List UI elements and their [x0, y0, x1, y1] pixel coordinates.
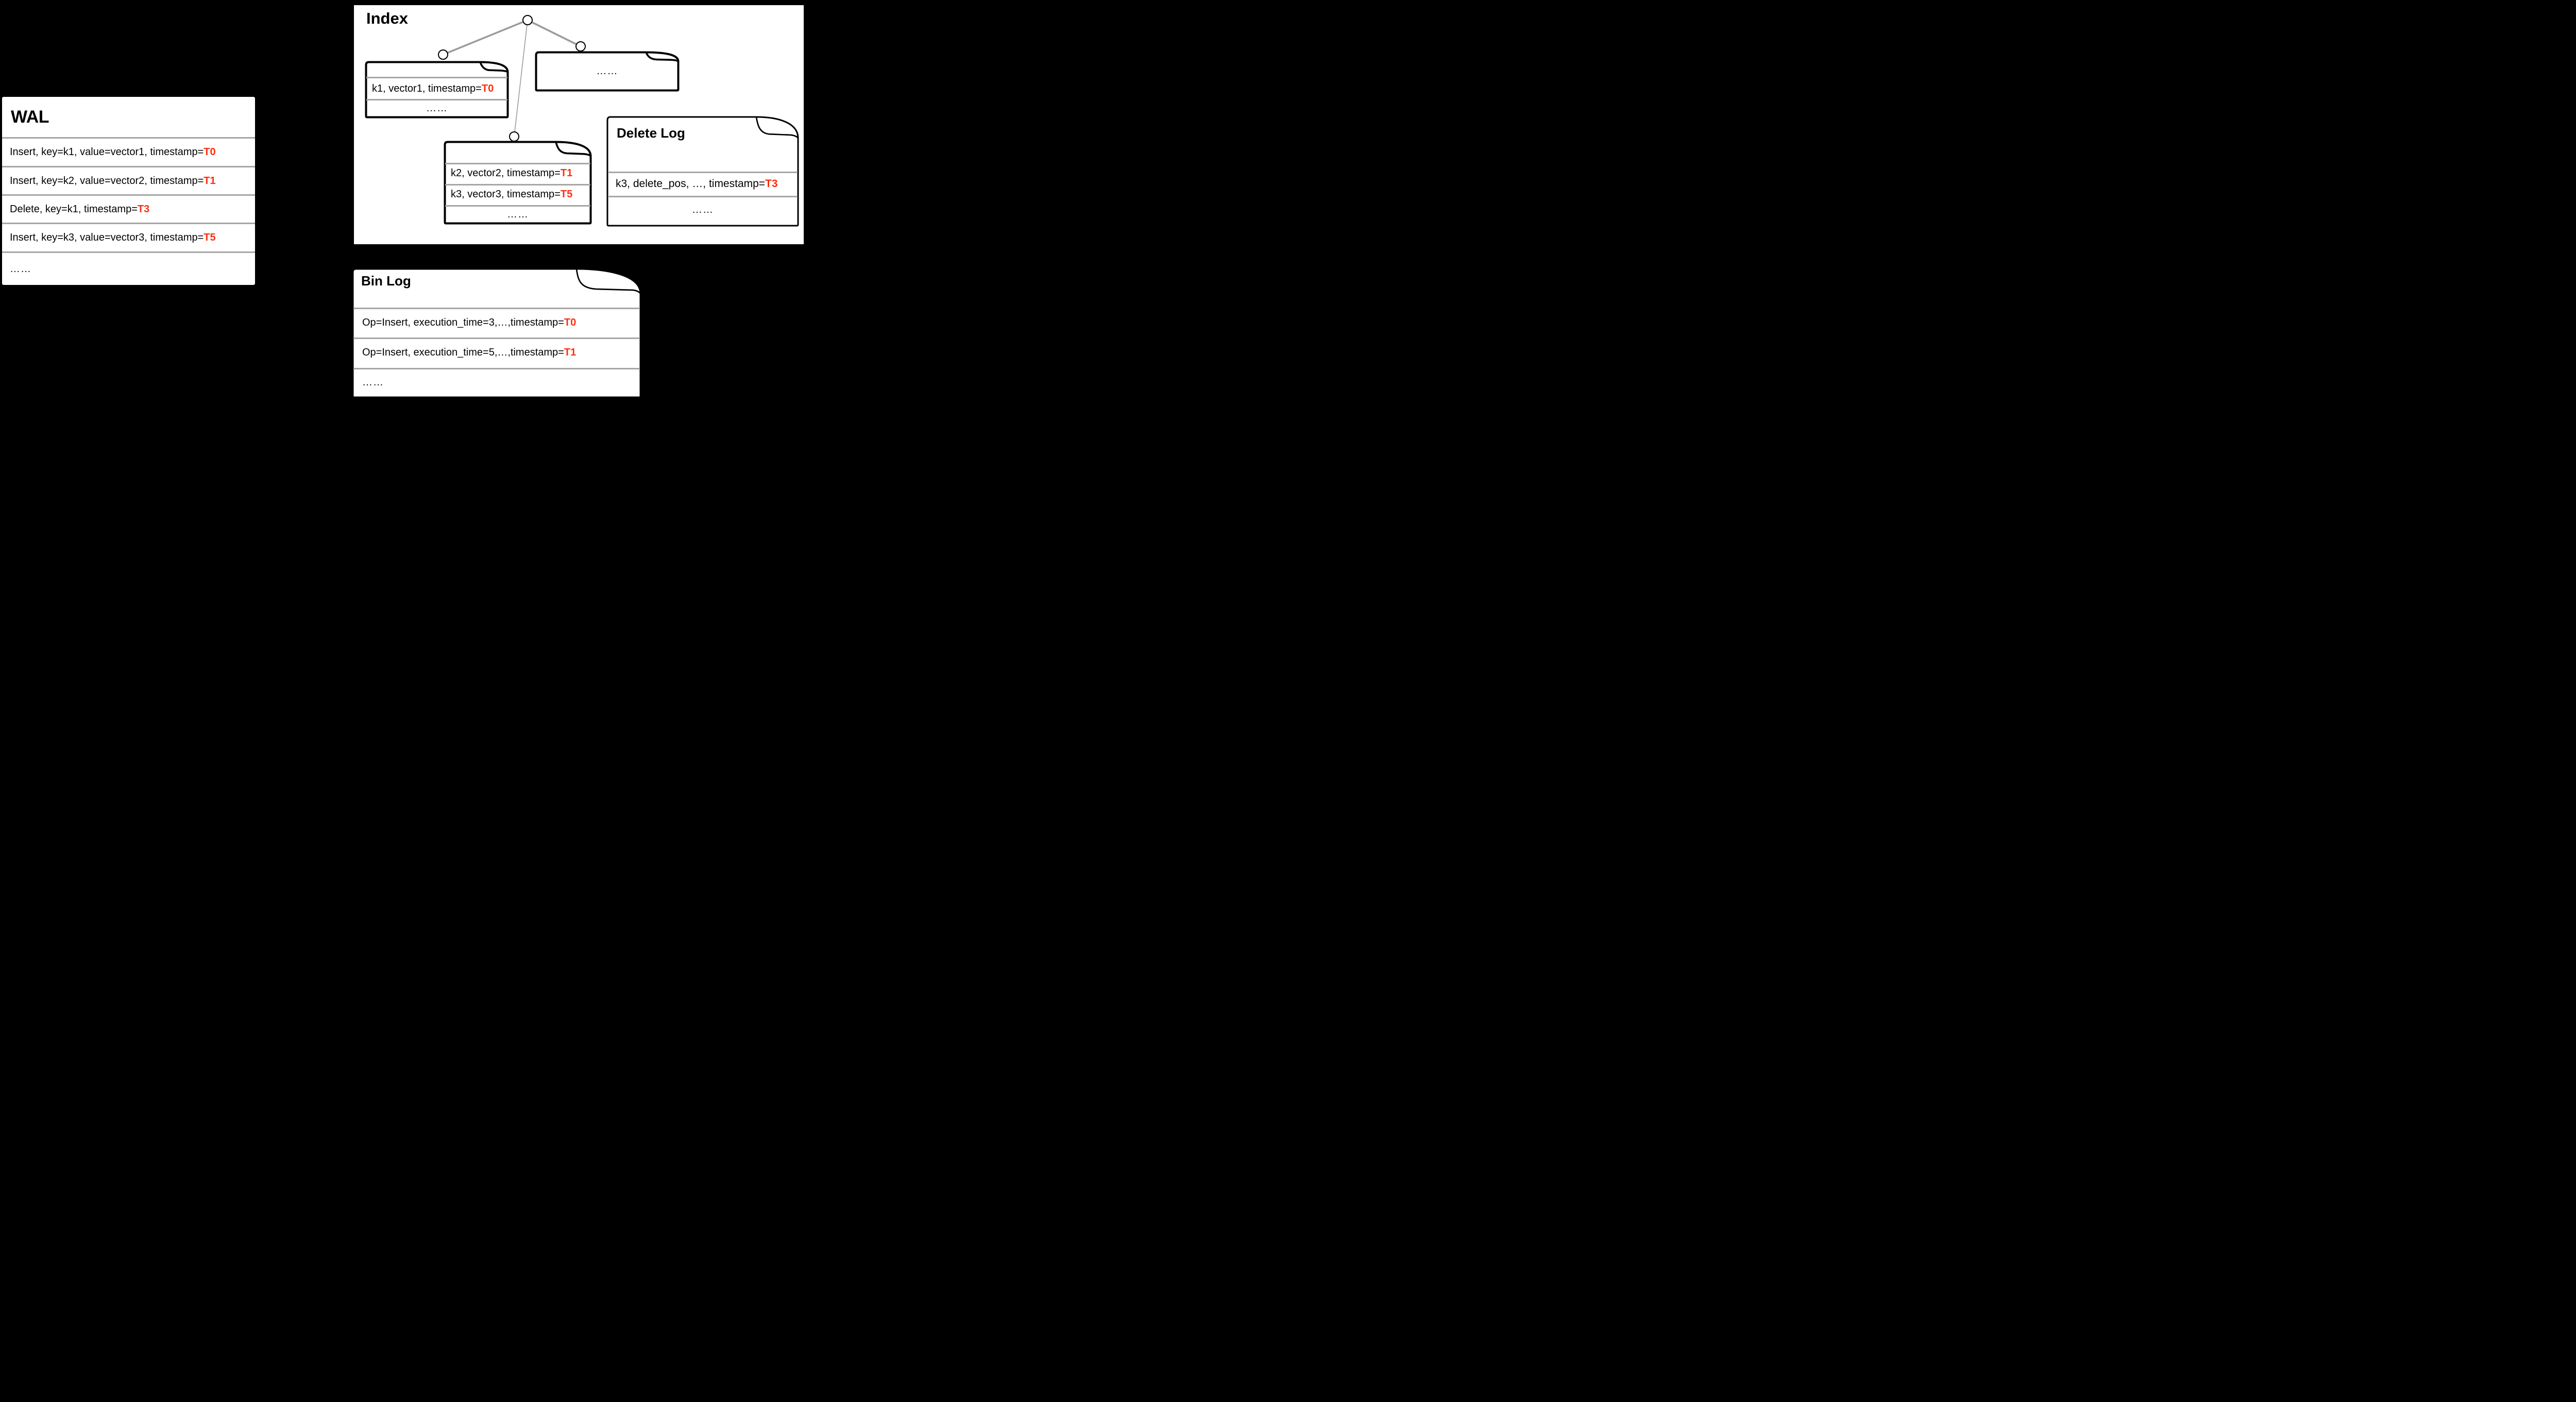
wal-title: WAL — [11, 107, 49, 127]
wal-row-text: Insert, key=k3, value=vector3, timestamp… — [10, 232, 204, 243]
wal-row-text: Delete, key=k1, timestamp= — [10, 203, 138, 215]
document-shape — [606, 116, 799, 227]
row-separator — [608, 196, 798, 197]
wal-row-timestamp: T1 — [204, 175, 216, 187]
wal-row-timestamp: T5 — [204, 232, 216, 243]
log-row-text: k3, delete_pos, …, timestamp= — [616, 178, 766, 190]
row-separator — [353, 368, 640, 369]
delete-log-title: Delete Log — [617, 125, 685, 141]
page-row: k1, vector1, timestamp=T0 — [367, 78, 507, 99]
index-page-more: …… — [535, 51, 680, 92]
page-row: k2, vector2, timestamp=T1 — [446, 164, 590, 182]
delete-log: Delete Log k3, delete_pos, …, timestamp=… — [606, 116, 799, 227]
wal-row: Delete, key=k1, timestamp=T3 — [2, 194, 255, 223]
index-page-k1: k1, vector1, timestamp=T0 …… — [365, 61, 509, 119]
page-row-timestamp: T0 — [481, 82, 494, 94]
log-row: Op=Insert, execution_time=5,…,timestamp=… — [354, 339, 639, 366]
page-row: k3, vector3, timestamp=T5 — [446, 185, 590, 204]
wal-row-ellipsis: …… — [10, 263, 31, 275]
wal-row: Insert, key=k1, value=vector1, timestamp… — [2, 137, 255, 166]
page-row-text: k1, vector1, timestamp= — [372, 82, 482, 94]
log-row: …… — [354, 369, 639, 395]
wal-row-timestamp: T3 — [137, 203, 150, 215]
index-title: Index — [366, 9, 408, 27]
page-row-timestamp: T1 — [560, 167, 573, 179]
tree-edge — [443, 19, 528, 56]
wal-row: Insert, key=k2, value=vector2, timestamp… — [2, 166, 255, 194]
page-row: …… — [537, 51, 677, 92]
index-panel: Index k1, vector1, timestamp=T0 …… — [353, 4, 805, 245]
log-row: …… — [608, 197, 797, 222]
log-row-text: Op=Insert, execution_time=3,…,timestamp= — [362, 316, 564, 328]
log-row-timestamp: T0 — [564, 316, 577, 328]
log-row-ellipsis: …… — [362, 376, 384, 388]
page-row-timestamp: T5 — [560, 189, 573, 200]
row-separator — [366, 77, 507, 78]
log-row-text: Op=Insert, execution_time=5,…,timestamp= — [362, 347, 564, 358]
row-separator — [445, 184, 590, 185]
tree-edge — [514, 20, 528, 137]
row-separator — [353, 308, 640, 309]
wal-row-text: Insert, key=k1, value=vector1, timestamp… — [10, 146, 204, 158]
page-row: …… — [367, 100, 507, 116]
log-row-timestamp: T1 — [564, 347, 577, 358]
bin-log: Bin Log Op=Insert, execution_time=3,…,ti… — [352, 268, 641, 398]
page-row-ellipsis: …… — [426, 103, 448, 114]
page-row-ellipsis: …… — [507, 209, 529, 220]
tree-node-circle — [509, 131, 519, 142]
document-shape — [352, 268, 641, 398]
document-shape — [535, 51, 680, 92]
diagram-canvas: WAL Insert, key=k1, value=vector1, times… — [0, 0, 808, 402]
wal-row: Insert, key=k3, value=vector3, timestamp… — [2, 223, 255, 251]
tree-node-circle — [438, 49, 448, 60]
tree-edge — [527, 19, 581, 47]
page-row-text: k3, vector3, timestamp= — [451, 189, 561, 200]
row-separator — [366, 99, 507, 100]
log-row: k3, delete_pos, …, timestamp=T3 — [608, 173, 797, 195]
bin-log-title: Bin Log — [361, 273, 411, 289]
row-separator — [445, 163, 590, 164]
document-shape — [365, 61, 509, 119]
wal-table: WAL Insert, key=k1, value=vector1, times… — [1, 96, 256, 286]
wal-row-timestamp: T0 — [204, 146, 216, 158]
tree-node-circle — [522, 15, 533, 25]
page-row-text: k2, vector2, timestamp= — [451, 167, 561, 179]
page-row-ellipsis: …… — [596, 65, 618, 77]
tree-node-circle — [575, 41, 586, 52]
row-separator — [353, 337, 640, 339]
row-separator — [445, 205, 590, 207]
log-row-ellipsis: …… — [692, 204, 714, 215]
log-row: Op=Insert, execution_time=3,…,timestamp=… — [354, 309, 639, 336]
index-page-k2-k3: k2, vector2, timestamp=T1 k3, vector3, t… — [444, 141, 592, 225]
wal-row: …… — [2, 251, 255, 285]
log-row-timestamp: T3 — [765, 178, 778, 190]
page-row: …… — [446, 207, 590, 223]
wal-row-text: Insert, key=k2, value=vector2, timestamp… — [10, 175, 204, 187]
index-tree — [438, 15, 586, 142]
row-separator — [608, 172, 798, 173]
document-shape — [444, 141, 592, 225]
